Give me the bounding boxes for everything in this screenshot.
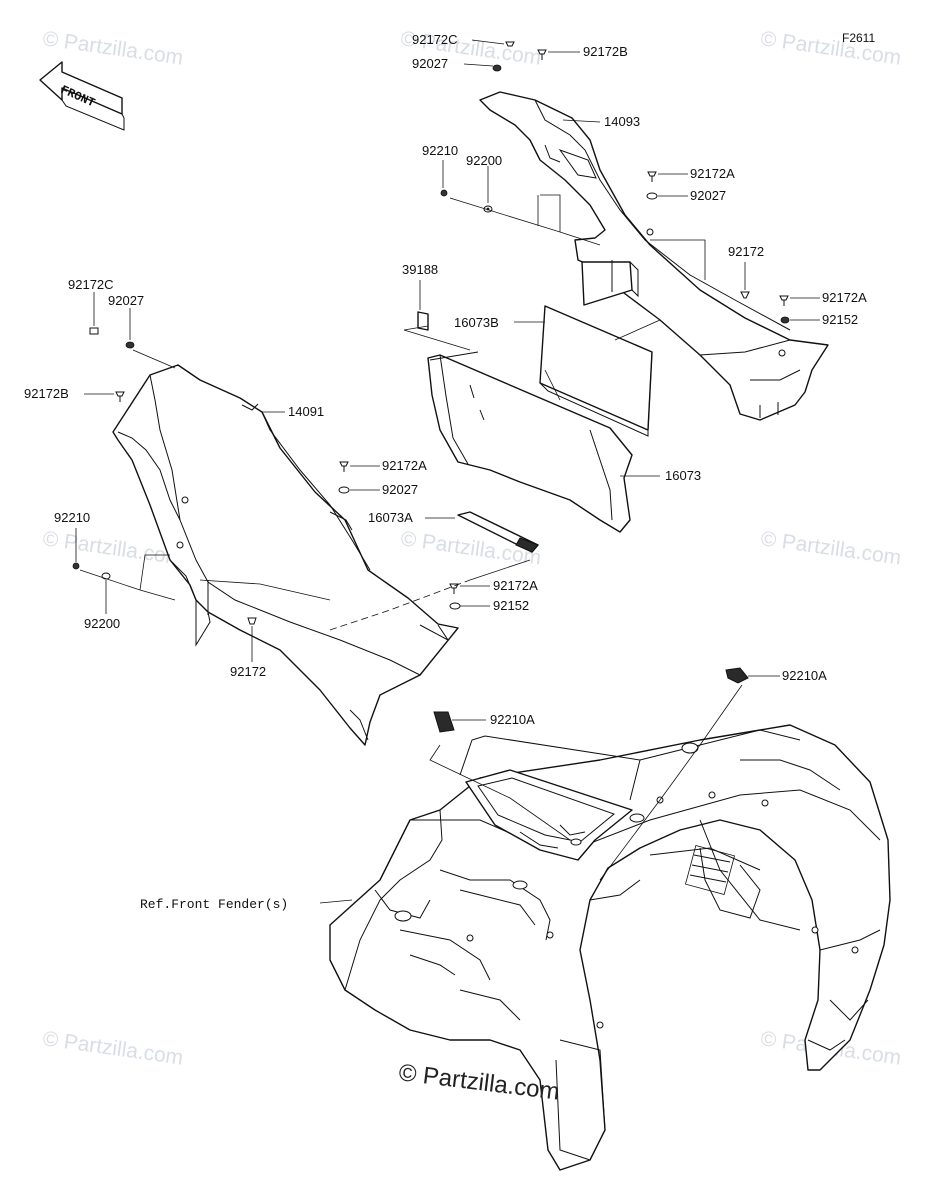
assembly-lines <box>79 194 743 881</box>
part-label-92200: 92200 <box>466 153 502 168</box>
part-label-92027: 92027 <box>382 482 418 497</box>
screw-icon <box>115 391 125 402</box>
screw-icon <box>740 291 750 299</box>
part-label-92210: 92210 <box>54 510 90 525</box>
part-label-92172c: 92172C <box>412 32 458 47</box>
part-label-16073b: 16073B <box>454 315 499 330</box>
clip-icon <box>725 667 749 684</box>
pad-16073b <box>539 305 653 437</box>
part-label-92172a: 92172A <box>382 458 427 473</box>
watermark-text: © Partzilla.com <box>759 527 902 569</box>
label-39188 <box>417 311 429 331</box>
part-label-92210: 92210 <box>422 143 458 158</box>
screw-icon <box>449 583 459 594</box>
part-label-39188: 39188 <box>402 262 438 277</box>
watermark-text: © Partzilla.com <box>41 1027 184 1069</box>
front-fender <box>329 724 891 1171</box>
part-label-92210a: 92210A <box>782 668 827 683</box>
insulator-16073 <box>427 351 633 533</box>
part-label-92027: 92027 <box>108 293 144 308</box>
screw-icon <box>647 171 657 182</box>
washer-icon <box>338 486 350 494</box>
part-label-92172: 92172 <box>230 664 266 679</box>
nut-icon <box>72 562 80 570</box>
part-label-16073: 16073 <box>665 468 701 483</box>
part-label-14091: 14091 <box>288 404 324 419</box>
watermark-text: © Partzilla.com <box>41 27 184 69</box>
part-label-92172b: 92172B <box>24 386 69 401</box>
washer-icon <box>780 316 790 324</box>
washer-icon <box>449 602 461 610</box>
part-label-92200: 92200 <box>84 616 120 631</box>
part-label-92172a: 92172A <box>822 290 867 305</box>
washer-icon <box>646 192 658 200</box>
cover-14091 <box>112 364 459 746</box>
screw-icon <box>339 461 349 472</box>
screw-icon <box>247 617 257 625</box>
screw-icon <box>89 327 99 335</box>
nut-icon <box>440 189 448 197</box>
part-label-92172a: 92172A <box>690 166 735 181</box>
figure-code: F2611 <box>842 31 875 45</box>
part-label-92172a: 92172A <box>493 578 538 593</box>
part-label-92210a: 92210A <box>490 712 535 727</box>
screw-icon <box>537 49 547 60</box>
washer-icon <box>125 341 135 349</box>
screw-icon <box>505 41 515 47</box>
part-label-92152: 92152 <box>822 312 858 327</box>
leader-lines <box>75 39 820 904</box>
hardware <box>72 41 790 733</box>
part-label-92172: 92172 <box>728 244 764 259</box>
strip-16073a <box>457 511 539 553</box>
part-label-92152: 92152 <box>493 598 529 613</box>
front-arrow-icon: FRONT <box>39 61 125 131</box>
clip-icon <box>433 711 455 733</box>
part-label-92172c: 92172C <box>68 277 114 292</box>
washer-icon <box>492 64 502 72</box>
part-label-16073a: 16073A <box>368 510 413 525</box>
part-labels: 92172C 92027 92172B 14093 92210 92200 92… <box>24 32 867 912</box>
part-label-92172b: 92172B <box>583 44 628 59</box>
ref-front-fender-label: Ref.Front Fender(s) <box>140 897 288 912</box>
part-label-14093: 14093 <box>604 114 640 129</box>
part-label-92027: 92027 <box>412 56 448 71</box>
screw-icon <box>779 295 789 306</box>
cover-14093 <box>479 91 829 421</box>
watermark-text: © Partzilla.com <box>759 27 902 69</box>
part-label-92027: 92027 <box>690 188 726 203</box>
